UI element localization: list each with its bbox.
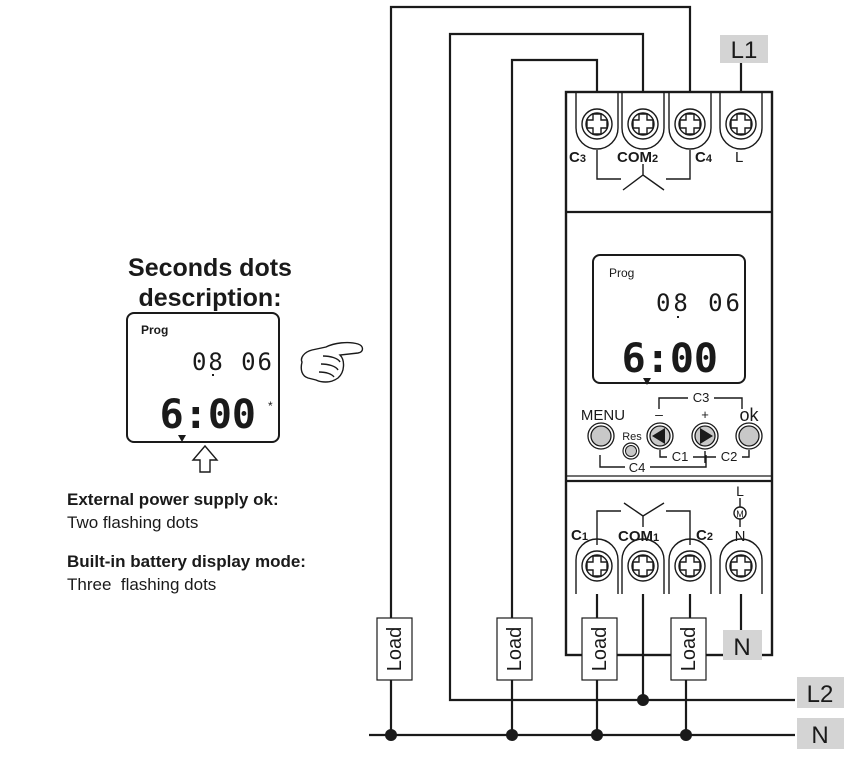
junction-n-1: [385, 729, 397, 741]
example-lcd-date: 08 06: [192, 348, 272, 376]
minus-button[interactable]: [646, 422, 674, 450]
ok-button-label: ok: [739, 405, 759, 425]
load-3: Load: [581, 617, 618, 681]
description-title-line1: Seconds dots: [128, 254, 292, 282]
example-lcd-time: 6:00: [160, 392, 256, 438]
load-1: Load: [376, 617, 413, 681]
terminal-com1[interactable]: [621, 538, 665, 594]
minus-button-label: –: [655, 406, 663, 422]
device-lcd-date: 08 06: [656, 289, 740, 317]
junction-n-3: [591, 729, 603, 741]
menu-button[interactable]: [587, 422, 615, 450]
plus-button[interactable]: [691, 422, 719, 450]
example-lcd-pointer: [178, 435, 186, 442]
label-c1: C1: [571, 527, 588, 544]
label-com2: COM2: [617, 149, 658, 166]
screw-terminal-icon: [730, 555, 752, 577]
label-n: N: [735, 528, 746, 545]
combo-c1-bracket: [659, 450, 716, 463]
label-motor-l: L: [736, 483, 744, 499]
external-power-text: Two flashing dots: [67, 513, 199, 532]
screw-terminal-icon: [586, 555, 608, 577]
n-device-label-box: [723, 630, 762, 660]
terminal-l[interactable]: [719, 92, 763, 150]
combo-c3-bracket: [658, 397, 743, 409]
label-c4: C4: [695, 149, 713, 166]
combo-c4-bracket: [599, 455, 707, 468]
pointing-hand-icon: [300, 341, 364, 383]
device-lcd-screen: [592, 254, 746, 384]
combo-c2-label: C2: [721, 449, 738, 464]
svg-text:Load: Load: [504, 627, 526, 672]
terminal-com2[interactable]: [621, 92, 665, 150]
terminal-c2[interactable]: [668, 538, 712, 594]
device-lcd-time: 6:00: [622, 336, 718, 382]
example-lcd-screen: [126, 312, 280, 443]
description-title-line2: description:: [138, 284, 281, 312]
reset-button-label: Res: [622, 431, 642, 443]
label-c2: C2: [696, 527, 713, 544]
right-arrow-button-icon: [700, 428, 713, 444]
top-terminal-block: [575, 92, 763, 150]
combo-c3-label: C3: [693, 390, 710, 405]
battery-mode-text: Three flashing dots: [67, 575, 217, 594]
label-l: L: [735, 149, 743, 166]
l2-label-box: [797, 677, 844, 708]
junction-n-4: [680, 729, 692, 741]
battery-mode-heading: Built-in battery display mode:: [67, 552, 306, 571]
device-lcd-mode-label: Prog: [609, 266, 634, 280]
svg-text:Load: Load: [384, 627, 406, 672]
n-device-label: N: [733, 634, 750, 661]
reset-button[interactable]: [622, 442, 640, 460]
terminal-c3[interactable]: [575, 92, 619, 150]
example-lcd-battery-indicator: *: [268, 399, 273, 413]
ok-button[interactable]: [735, 422, 763, 450]
load-2: Load: [496, 617, 533, 681]
wire-c4: [389, 5, 692, 620]
l2-label: L2: [807, 681, 834, 708]
menu-button-label: MENU: [581, 407, 625, 424]
switch-symbol-bottom: [596, 502, 691, 545]
wire-com2: [448, 32, 795, 702]
screw-terminal-icon: [679, 113, 701, 135]
svg-text:Load: Load: [678, 627, 700, 672]
n-bus-label: N: [811, 722, 828, 749]
device-lcd-pointer: [643, 378, 651, 385]
bottom-terminal-block: [575, 538, 763, 594]
example-lcd-dot: [212, 374, 214, 376]
plus-button-label: +: [701, 407, 709, 422]
n-bus-label-box: [797, 718, 844, 749]
svg-text:M: M: [736, 509, 744, 519]
combo-c2-bracket: [742, 450, 750, 458]
junction-n-2: [506, 729, 518, 741]
label-com1: COM1: [618, 528, 659, 545]
device-lcd-dot: [677, 316, 679, 318]
terminal-c1[interactable]: [575, 538, 619, 594]
junction-l2: [637, 694, 649, 706]
screw-terminal-icon: [586, 113, 608, 135]
combo-c4-label: C4: [629, 460, 646, 475]
screw-terminal-icon: [632, 113, 654, 135]
l1-label-box: [720, 35, 768, 63]
screw-terminal-icon: [632, 555, 654, 577]
switch-symbol-top: [596, 150, 691, 191]
load-4: Load: [670, 617, 707, 681]
label-c3: C3: [569, 149, 586, 166]
left-arrow-button-icon: [652, 428, 665, 444]
terminal-n[interactable]: [719, 538, 763, 594]
terminal-c4[interactable]: [668, 92, 712, 150]
svg-text:Load: Load: [589, 627, 611, 672]
example-lcd-mode-label: Prog: [141, 323, 168, 337]
up-arrow-icon: [191, 444, 219, 473]
combo-c1-label: C1: [672, 449, 689, 464]
external-power-heading: External power supply ok:: [67, 490, 279, 509]
l1-label: L1: [731, 37, 758, 64]
wire-c3: [510, 58, 599, 620]
screw-terminal-icon: [679, 555, 701, 577]
screw-terminal-icon: [730, 113, 752, 135]
